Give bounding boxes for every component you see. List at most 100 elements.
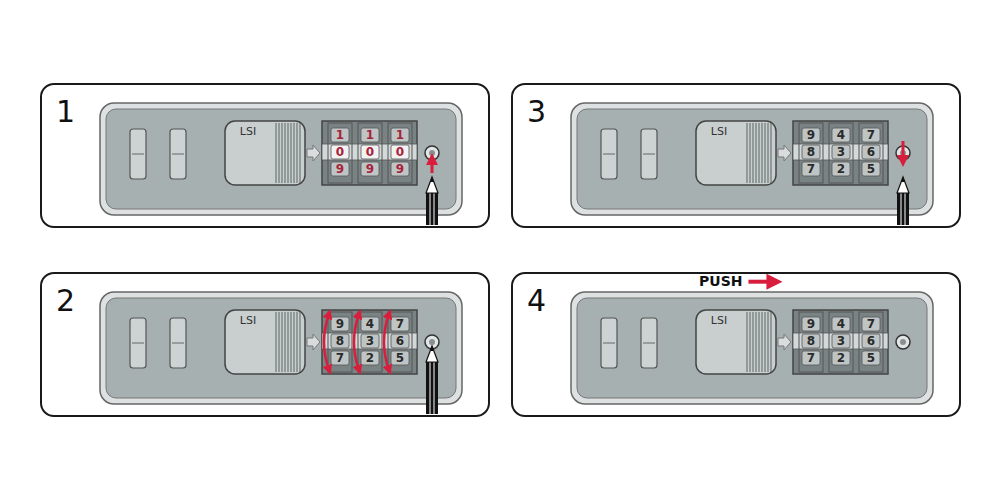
lock-bezel [571, 103, 933, 215]
digit-box [862, 334, 880, 348]
slide-ridge [764, 123, 765, 183]
digit-box [391, 334, 409, 348]
reset-hole-inner [900, 339, 906, 345]
slide-ridge [278, 312, 279, 372]
dial-wheel [388, 312, 412, 372]
lock-slot [130, 318, 146, 368]
slide-ridge [752, 123, 753, 183]
digit-box [391, 162, 409, 176]
lock-bezel [571, 292, 933, 404]
digit-box [862, 351, 880, 365]
rotate-arrow [354, 314, 359, 370]
slot-line [132, 154, 144, 155]
slide-ridge [758, 312, 759, 372]
slide-ridge [755, 312, 756, 372]
dial-digit: 6 [867, 335, 875, 347]
digit-box [862, 317, 880, 331]
dial-digit: 9 [807, 129, 815, 141]
digit-box [802, 128, 820, 142]
lock-slot [641, 129, 657, 179]
slide-ridge [770, 312, 771, 372]
digit-box [361, 162, 379, 176]
slide-ridge [296, 312, 297, 372]
dial-digit: 8 [807, 335, 815, 347]
release-arrow [902, 141, 905, 161]
dial-digit: 5 [396, 352, 404, 364]
lock-slot [641, 318, 657, 368]
dial-window [793, 310, 888, 374]
step-panel: 3 [511, 83, 961, 228]
pencil-tip [426, 177, 438, 193]
slot-line [603, 154, 615, 155]
dial-digit: 2 [366, 352, 374, 364]
dial-digit: 6 [396, 335, 404, 347]
slide-ridge [755, 123, 756, 183]
dial-wheel [799, 312, 823, 372]
pencil-body [426, 193, 438, 225]
brand-label: LSI [240, 126, 256, 137]
pencil-stripe [430, 362, 431, 414]
reset-hole-inner [429, 339, 435, 345]
digit-box [331, 317, 349, 331]
lock-figure [100, 103, 462, 215]
digit-box [361, 334, 379, 348]
pencil-stripe [901, 193, 902, 225]
digit-box [361, 128, 379, 142]
dial-digit: 0 [366, 146, 374, 158]
slide-ridge [761, 123, 762, 183]
step-number: 2 [56, 286, 75, 316]
step-panel: 4 PUSH [511, 272, 961, 417]
dial-window [322, 310, 417, 374]
slide-arrow [307, 145, 320, 161]
reset-hole [425, 146, 439, 160]
dial-digit: 7 [807, 352, 815, 364]
lock-bezel [100, 292, 462, 404]
slide-ridge [278, 123, 279, 183]
pencil [426, 346, 438, 414]
slide-ridge [296, 123, 297, 183]
slide-ridge [284, 123, 285, 183]
dial-band [793, 144, 888, 160]
lock-slot [601, 129, 617, 179]
dial-digit: 9 [336, 163, 344, 175]
lock-face [577, 109, 927, 209]
lock-figure [571, 292, 933, 404]
digit-box [832, 334, 850, 348]
dial-wheel [859, 312, 883, 372]
lock-slot [170, 129, 186, 179]
lock-bezel [100, 103, 462, 215]
step-number: 3 [527, 97, 546, 127]
digit-box [331, 145, 349, 159]
dial-digit: 6 [867, 146, 875, 158]
dial-wheel [358, 312, 382, 372]
slot-line [172, 343, 184, 344]
digit-box [331, 334, 349, 348]
dial-digit: 1 [396, 129, 404, 141]
digit-box [862, 128, 880, 142]
dial-digit: 7 [396, 318, 404, 330]
slide-arrow [778, 334, 791, 350]
slide-ridge [275, 123, 276, 183]
digit-box [862, 145, 880, 159]
dial-wheel [388, 123, 412, 183]
lock-figure [571, 103, 933, 215]
dial-digit: 7 [336, 352, 344, 364]
slide-ridge [761, 312, 762, 372]
slide-ridge [746, 123, 747, 183]
dial-digit: 9 [336, 318, 344, 330]
slide-button [225, 121, 305, 185]
slot-line [132, 343, 144, 344]
digit-box [832, 317, 850, 331]
dial-digit: 4 [837, 318, 845, 330]
lock-face [106, 298, 456, 398]
rotate-arrow [384, 314, 389, 370]
slide-ridge [299, 312, 300, 372]
step-number: 4 [527, 286, 546, 316]
pencil [426, 177, 438, 225]
slide-button [225, 310, 305, 374]
dial-digit: 9 [396, 163, 404, 175]
push-instruction: PUSH [699, 274, 742, 289]
slot-line [643, 154, 655, 155]
digit-box [391, 145, 409, 159]
slide-ridge [293, 312, 294, 372]
